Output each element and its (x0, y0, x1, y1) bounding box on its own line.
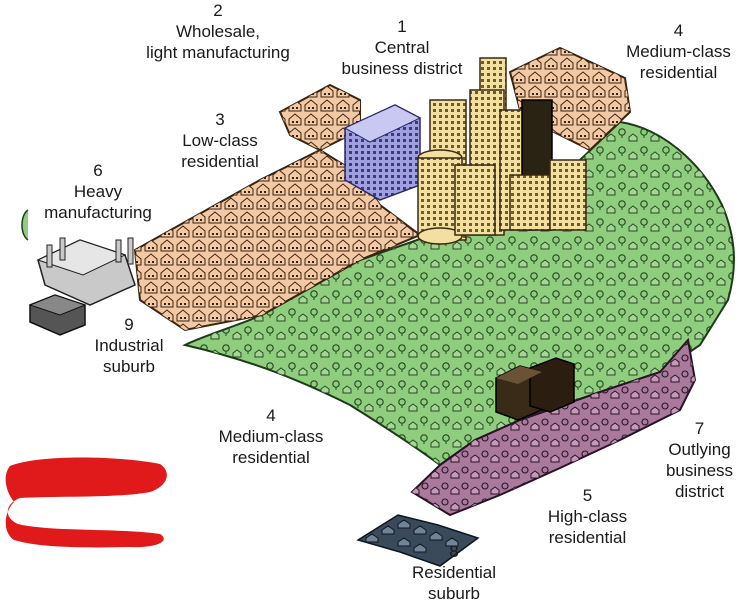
zone-name-line2: suburb (103, 357, 155, 376)
medium-class-residential-area (182, 120, 735, 467)
label-outlying-business-district: 7 Outlying business district (648, 418, 751, 502)
industrial-suburb-area (28, 294, 87, 336)
zone-name-line2: suburb (428, 584, 480, 603)
low-class-residential-area (133, 83, 422, 332)
zone-name-line2: business district (341, 59, 463, 78)
zone-name-line1: High-class (547, 507, 628, 526)
zone-name-line2: business (665, 461, 734, 480)
zone-number: 7 (694, 419, 705, 438)
zone-number: 8 (449, 542, 459, 561)
zone-name-line2: light manufacturing (146, 43, 290, 62)
zone-number: 3 (215, 110, 225, 129)
zone-name-line3: district (674, 482, 725, 501)
zone-name-line1: Low-class (182, 131, 258, 150)
zone-name-line1: Residential (411, 563, 497, 582)
zone-name-line1: Wholesale, (175, 22, 261, 41)
label-high-class-residential: 5 High-class residential (530, 485, 645, 548)
outlying-business-district (495, 357, 575, 421)
zone-number: 4 (266, 406, 276, 425)
zone-number: 5 (582, 486, 593, 505)
zone-name-line2: residential (639, 63, 718, 82)
label-heavy-manufacturing: 6 Heavy manufacturing (28, 160, 168, 223)
zone-name-line1: Outlying (668, 440, 731, 459)
label-medium-class-residential-upper: 4 Medium-class residential (606, 20, 751, 83)
label-low-class-residential: 3 Low-class residential (150, 109, 290, 172)
zone-name-line2: residential (548, 528, 627, 547)
zone-name-line1: Medium-class (218, 427, 324, 446)
zone-number: 1 (397, 17, 407, 36)
zone-name-line1: Industrial (94, 336, 164, 355)
label-central-business-district: 1 Central business district (322, 16, 482, 79)
zone-number: 6 (93, 161, 103, 180)
zone-number: 4 (673, 21, 684, 40)
high-class-residential-area (410, 337, 697, 517)
zone-name-line2: residential (232, 448, 310, 467)
label-industrial-suburb: 9 Industrial suburb (74, 314, 184, 377)
zone-name-line1: Heavy (73, 182, 123, 201)
central-business-district (417, 57, 587, 245)
red-redaction-scribble (5, 457, 167, 548)
zone-name-line1: Medium-class (626, 42, 731, 61)
zone-name-line1: Central (374, 38, 430, 57)
zone-number: 9 (124, 315, 134, 334)
medium-class-residential-upper (508, 46, 632, 152)
zone-name-line2: manufacturing (44, 203, 152, 222)
label-residential-suburb: 8 Residential suburb (394, 541, 514, 604)
label-wholesale-light-manufacturing: 2 Wholesale, light manufacturing (128, 0, 308, 63)
zone-name-line2: residential (181, 152, 259, 171)
zone-number: 2 (213, 1, 223, 20)
residential-suburb-area (356, 514, 480, 567)
label-medium-class-residential-lower: 4 Medium-class residential (196, 405, 346, 468)
heavy-manufacturing-area (21, 209, 136, 306)
